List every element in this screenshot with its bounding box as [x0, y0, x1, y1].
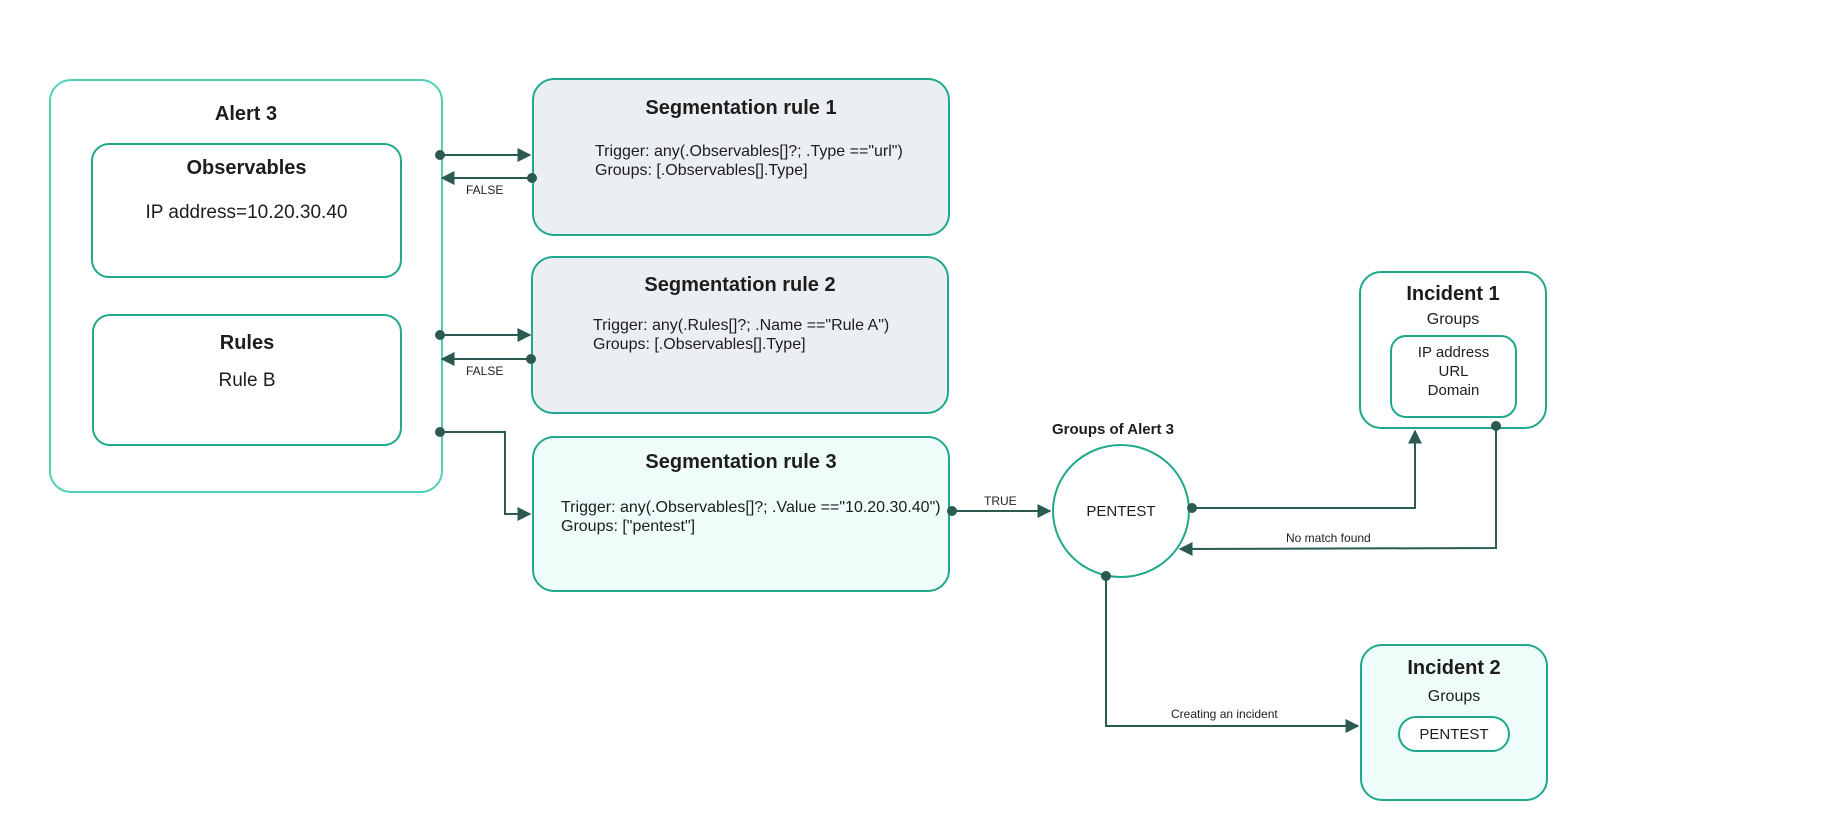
groups-node-value: PENTEST — [1086, 503, 1156, 520]
alert-title: Alert 3 — [214, 103, 278, 125]
rules-box: Rules Rule B — [92, 314, 402, 446]
connector-dot — [1187, 503, 1197, 513]
incident-1-group-item: URL — [1438, 363, 1469, 380]
alert-card: Alert 3 — [49, 79, 443, 493]
edge-groups-to-incident-1 — [1192, 429, 1422, 509]
rules-title: Rules — [219, 332, 275, 354]
edge-no-match — [1178, 426, 1497, 556]
connector-dot — [435, 150, 445, 160]
incident-2-group-value: PENTEST — [1419, 726, 1489, 743]
observables-value: IP address=10.20.30.40 — [145, 202, 348, 223]
incident-1-groups: IP address URL Domain — [1390, 335, 1517, 418]
edge-alert-to-rule-3 — [440, 431, 532, 521]
edge-label-false-1: FALSE — [466, 183, 504, 197]
segmentation-rule-1-groups: Groups: [.Observables[].Type] — [595, 162, 808, 179]
segmentation-rule-1-title: Segmentation rule 1 — [645, 97, 837, 119]
segmentation-rule-3-groups: Groups: ["pentest"] — [561, 518, 696, 535]
connector-dot — [435, 330, 445, 340]
connector-dot — [527, 173, 537, 183]
incident-1-subtitle: Groups — [1426, 311, 1480, 328]
edge-label-true: TRUE — [984, 494, 1017, 508]
incident-1-title: Incident 1 — [1406, 283, 1500, 305]
segmentation-rule-2-trigger: Trigger: any(.Rules[]?; .Name =="Rule A"… — [593, 317, 890, 334]
groups-node: PENTEST — [1052, 444, 1190, 578]
edge-label-no-match: No match found — [1286, 531, 1371, 545]
rules-value: Rule B — [218, 370, 276, 391]
segmentation-rule-3-trigger: Trigger: any(.Observables[]?; .Value =="… — [561, 499, 941, 516]
groups-node-title: Groups of Alert 3 — [1052, 421, 1174, 438]
segmentation-rule-2-groups: Groups: [.Observables[].Type] — [593, 336, 806, 353]
segmentation-rule-3: Segmentation rule 3 Trigger: any(.Observ… — [532, 436, 950, 592]
incident-2-groups: PENTEST — [1398, 716, 1510, 752]
incident-2-title: Incident 2 — [1407, 657, 1501, 679]
observables-title: Observables — [186, 157, 307, 179]
incident-1-group-item: IP address — [1417, 344, 1490, 361]
segmentation-rule-3-title: Segmentation rule 3 — [645, 451, 837, 473]
connector-dot — [1101, 571, 1111, 581]
segmentation-rule-1: Segmentation rule 1 Trigger: any(.Observ… — [532, 78, 950, 236]
connector-dot — [947, 506, 957, 516]
segmentation-rule-2-title: Segmentation rule 2 — [644, 274, 836, 296]
segmentation-rule-2: Segmentation rule 2 Trigger: any(.Rules[… — [531, 256, 949, 414]
incident-2-subtitle: Groups — [1427, 688, 1481, 705]
connector-dot — [435, 427, 445, 437]
edge-creating-incident — [1105, 576, 1360, 733]
incident-1-group-item: Domain — [1427, 382, 1480, 399]
edge-label-false-2: FALSE — [466, 364, 504, 378]
segmentation-rule-1-trigger: Trigger: any(.Observables[]?; .Type =="u… — [595, 143, 903, 160]
connector-dot — [1491, 421, 1501, 431]
observables-box: Observables IP address=10.20.30.40 — [91, 143, 402, 278]
connector-dot — [526, 354, 536, 364]
edge-label-creating-incident: Creating an incident — [1171, 707, 1278, 721]
